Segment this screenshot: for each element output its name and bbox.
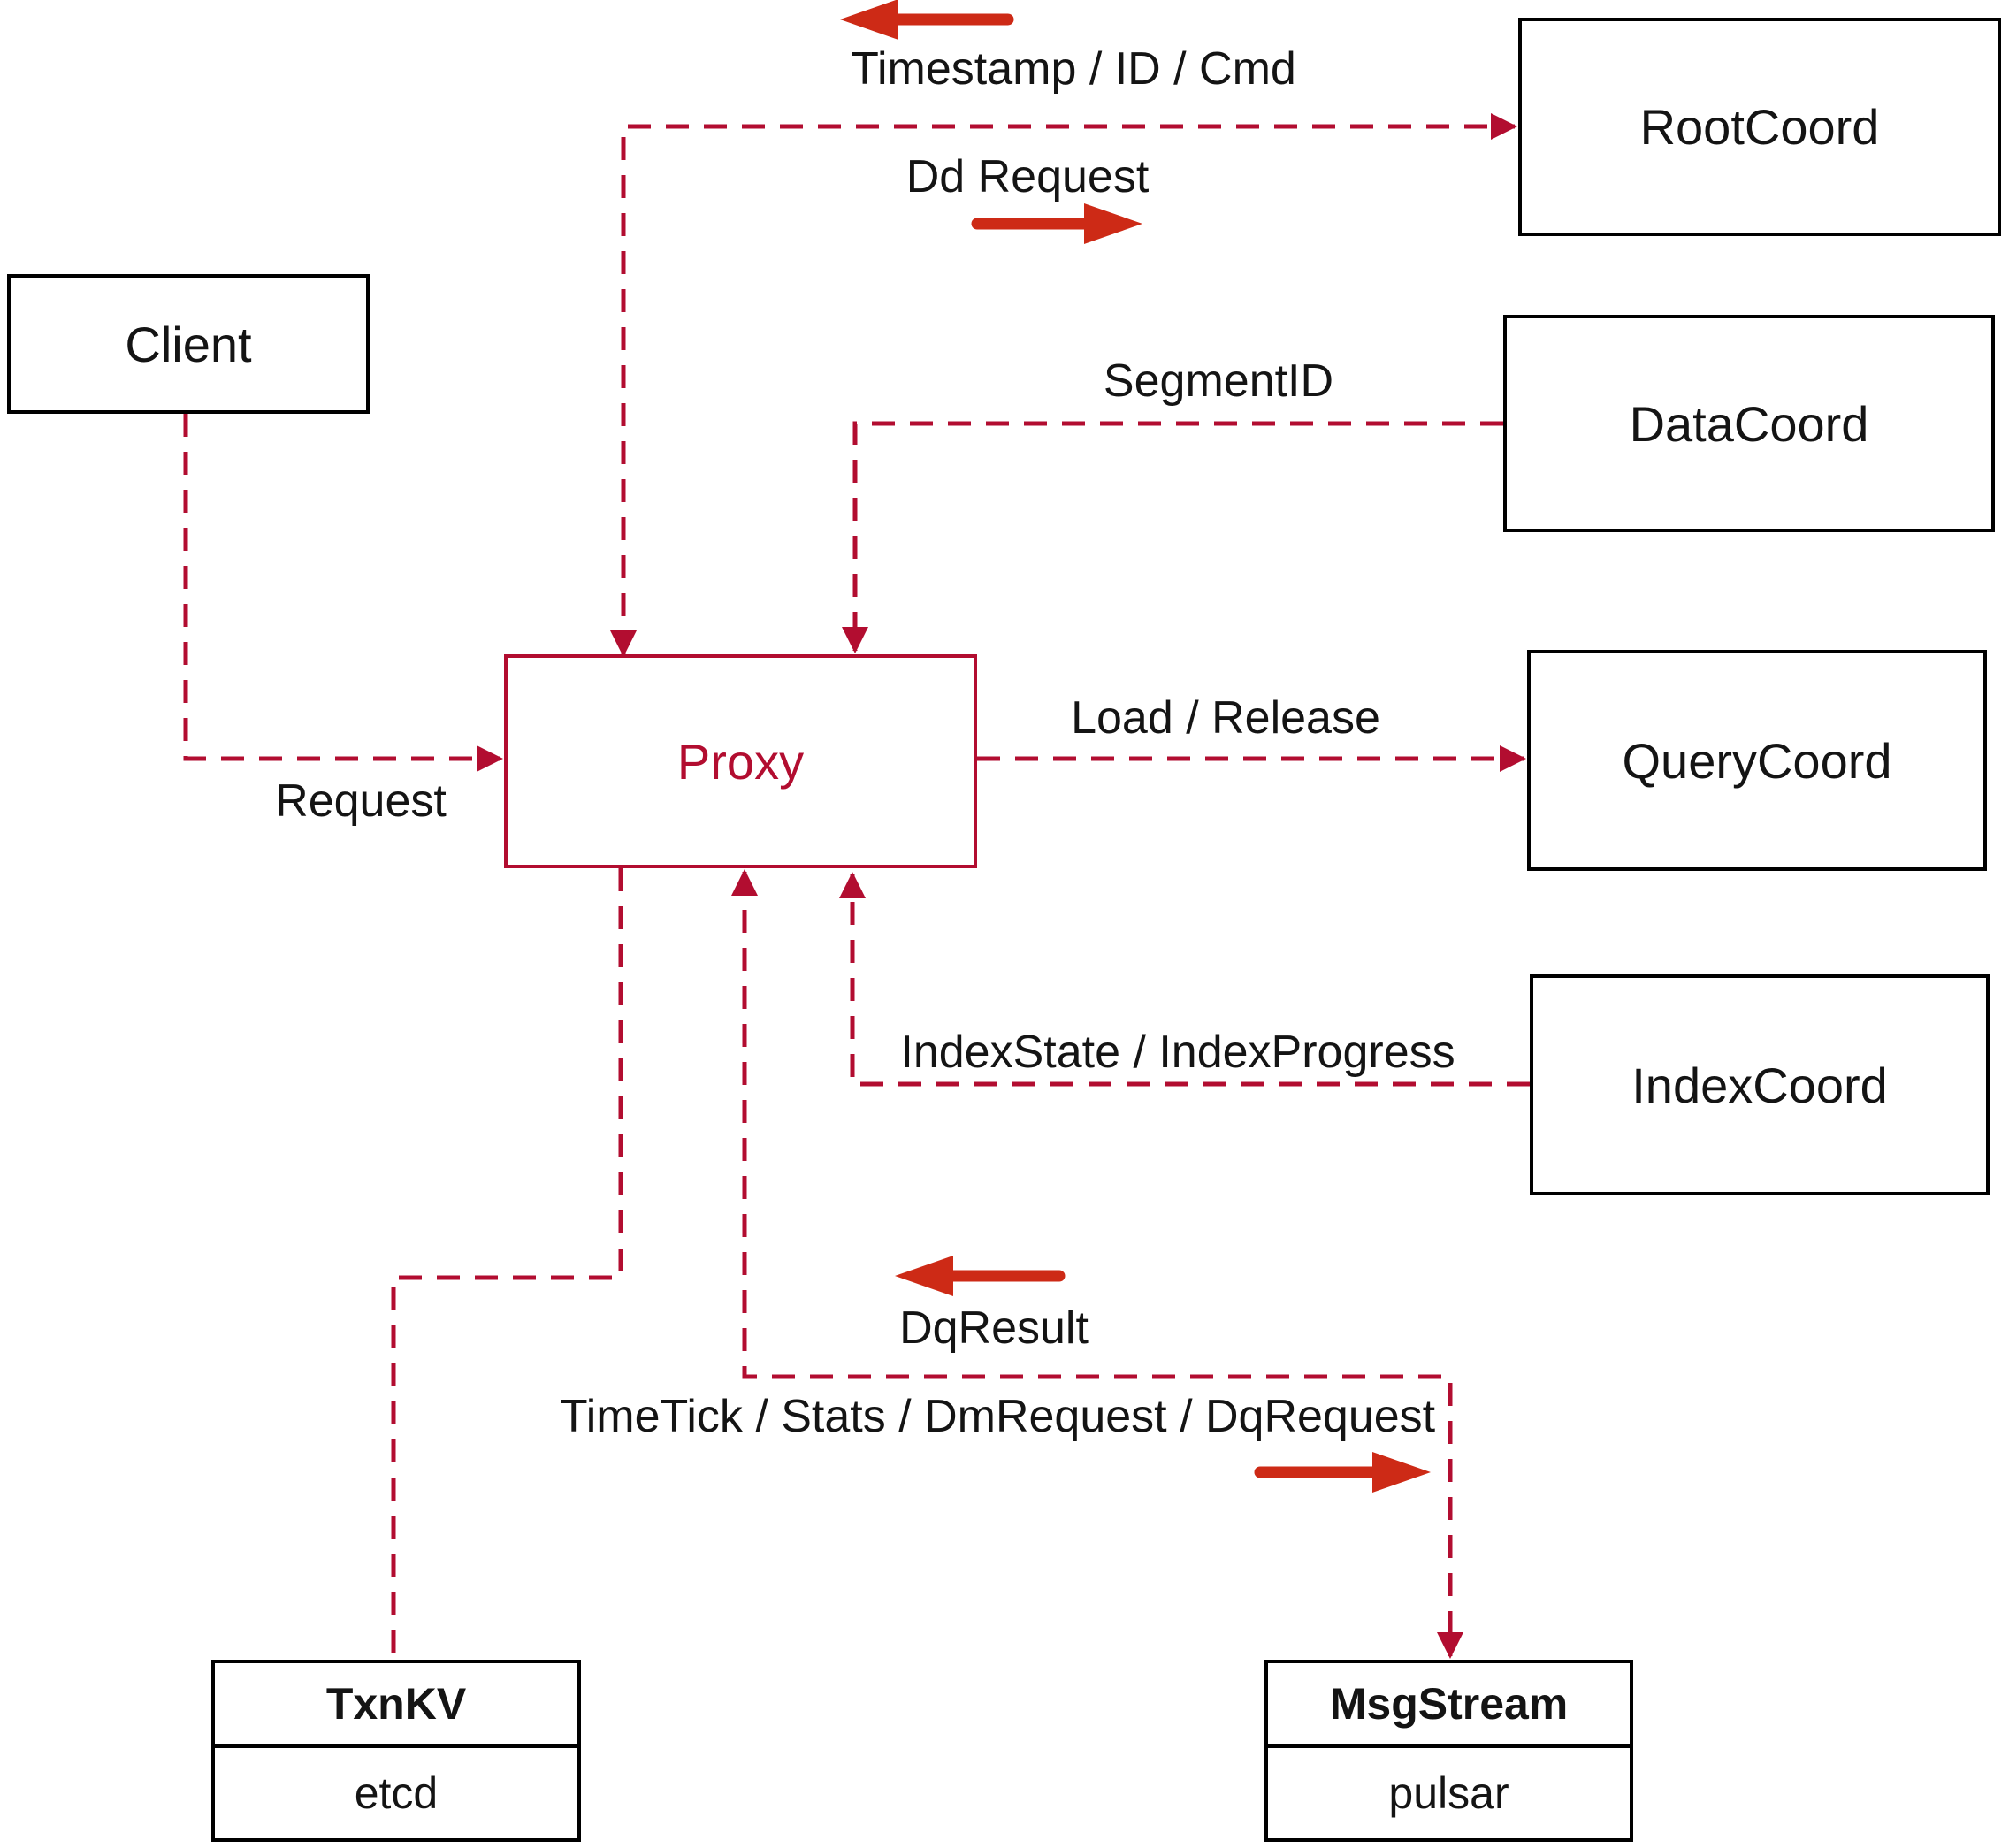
edge-label-request: Request xyxy=(275,775,447,827)
edge-label-index-state-progress: IndexState / IndexProgress xyxy=(900,1027,1455,1078)
node-datacoord-label: DataCoord xyxy=(1629,395,1869,452)
node-msgstream-subtitle: pulsar xyxy=(1388,1768,1509,1818)
edge-datacoord-proxy xyxy=(842,421,1503,653)
node-client-label: Client xyxy=(125,316,252,372)
node-txnkv-title: TxnKV xyxy=(215,1663,577,1748)
right-arrow-dd-request-icon xyxy=(971,203,1142,244)
left-arrow-dqresult-icon xyxy=(895,1256,1066,1296)
node-indexcoord: IndexCoord xyxy=(1530,974,1990,1195)
node-datacoord: DataCoord xyxy=(1503,315,1995,532)
node-client: Client xyxy=(7,274,370,414)
node-querycoord-label: QueryCoord xyxy=(1622,732,1892,789)
node-proxy-label: Proxy xyxy=(676,733,805,790)
node-msgstream: MsgStream pulsar xyxy=(1264,1660,1633,1842)
node-rootcoord: RootCoord xyxy=(1518,18,2001,236)
left-arrow-timestamp-icon xyxy=(840,0,1014,40)
edge-label-dd-request: Dd Request xyxy=(905,151,1150,202)
node-msgstream-title: MsgStream xyxy=(1268,1663,1630,1748)
node-txnkv: TxnKV etcd xyxy=(211,1660,581,1842)
node-proxy: Proxy xyxy=(504,654,977,868)
right-arrow-timetick-icon xyxy=(1254,1452,1431,1493)
edge-label-segment-id: SegmentID xyxy=(1103,355,1334,407)
edge-client-proxy xyxy=(183,414,503,772)
node-txnkv-subtitle: etcd xyxy=(354,1768,439,1818)
edge-label-dq-result: DqResult xyxy=(899,1302,1089,1354)
edge-label-load-release: Load / Release xyxy=(1071,692,1380,744)
edge-proxy-txnkv xyxy=(391,868,623,1660)
node-querycoord: QueryCoord xyxy=(1527,650,1987,871)
edge-proxy-msgstream xyxy=(731,869,1463,1659)
edge-label-timestamp-id-cmd: Timestamp / ID / Cmd xyxy=(851,43,1296,95)
edge-label-timetick-stats: TimeTick / Stats / DmRequest / DqRequest xyxy=(559,1391,1436,1442)
node-indexcoord-label: IndexCoord xyxy=(1631,1057,1888,1113)
edge-proxy-rootcoord xyxy=(610,113,1517,657)
node-rootcoord-label: RootCoord xyxy=(1639,99,1880,155)
